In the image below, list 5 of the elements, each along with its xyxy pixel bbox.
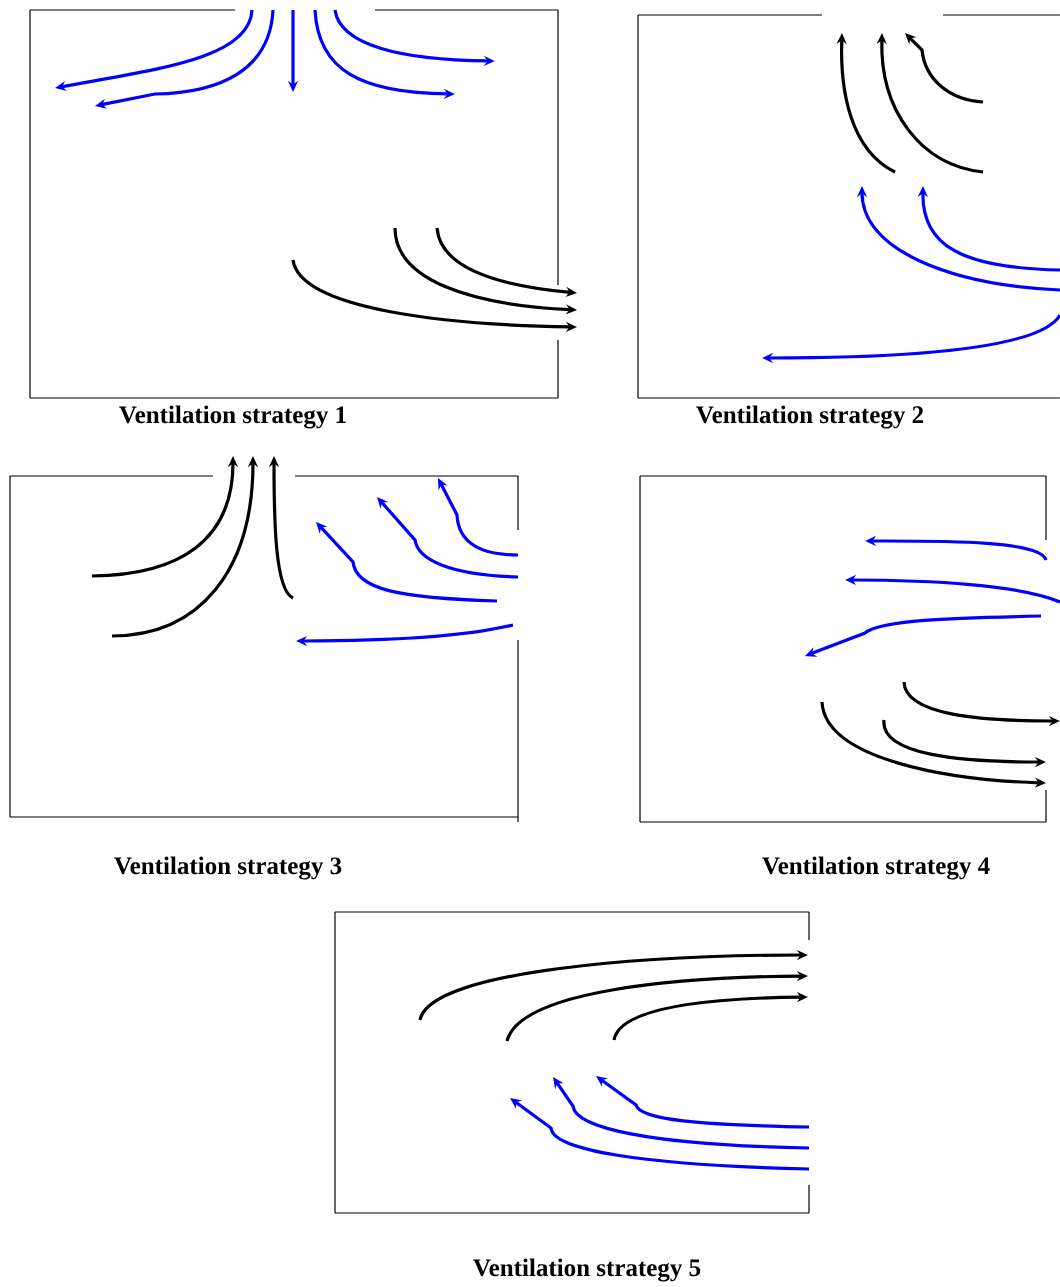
room-label: Ventilation strategy 1 <box>119 405 346 429</box>
room-label: Ventilation strategy 4 <box>762 856 990 880</box>
room-label: Ventilation strategy 5 <box>473 1258 701 1282</box>
room-label: Ventilation strategy 3 <box>114 856 342 880</box>
room-label: Ventilation strategy 2 <box>696 405 924 429</box>
